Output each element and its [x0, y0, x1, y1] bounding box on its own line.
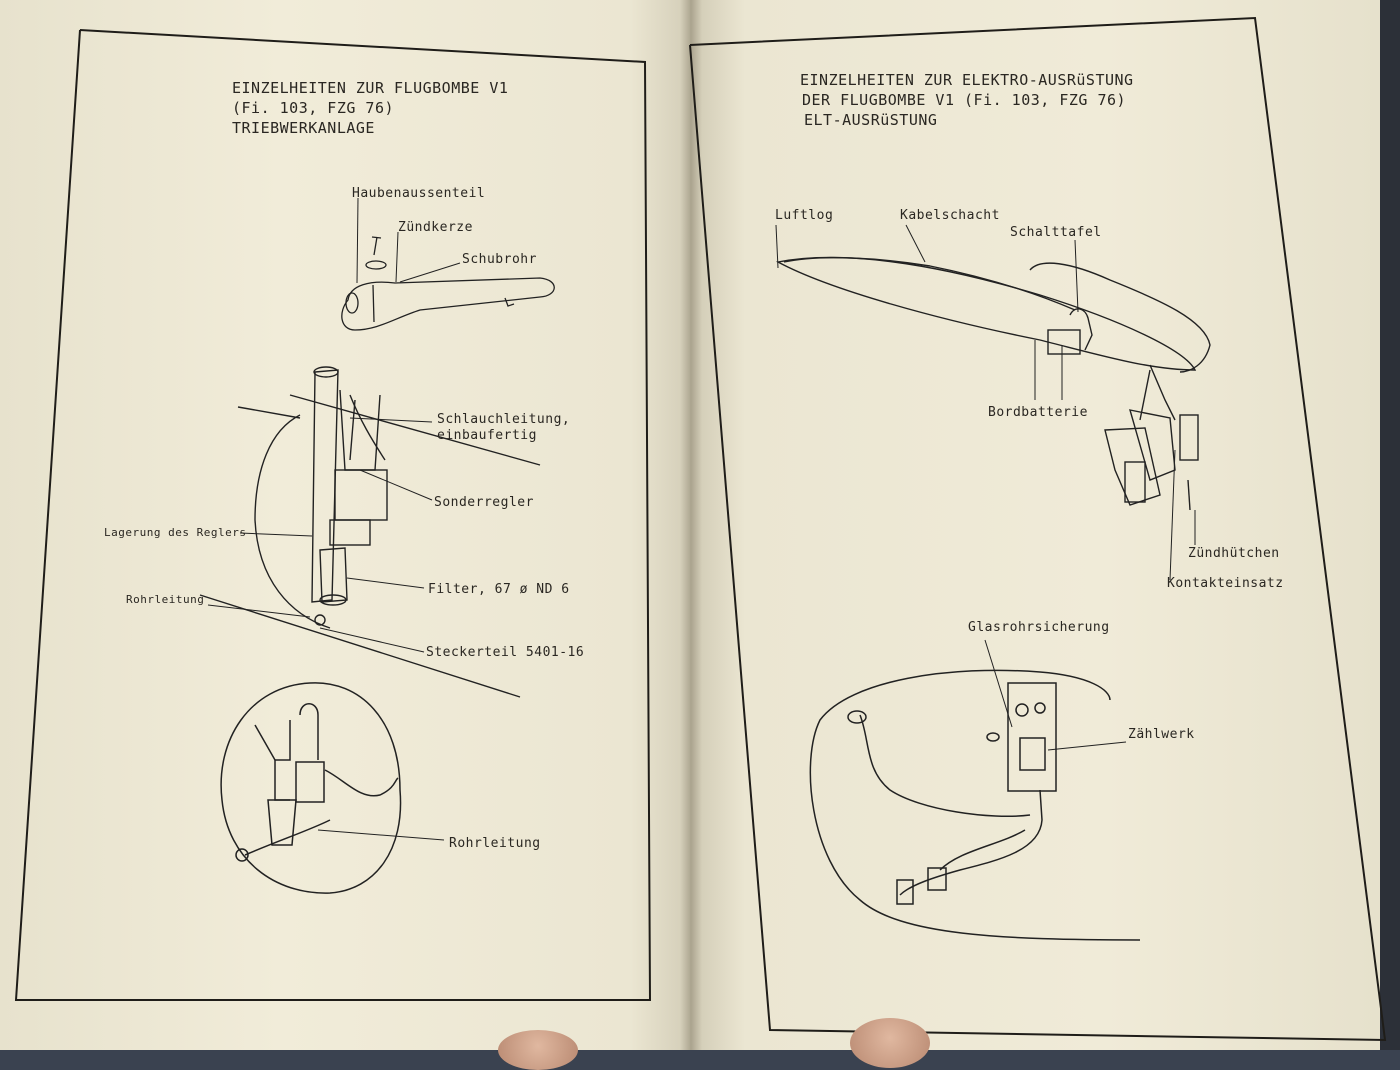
label-luftlog: Luftlog — [775, 208, 834, 223]
right-thumb — [850, 1018, 930, 1068]
label-steckerteil: Steckerteil 5401-16 — [426, 645, 585, 660]
detail-circle-right — [809, 669, 1141, 941]
label-rohrleitung-bottom: Rohrleitung — [449, 836, 541, 851]
leader-lines-right-top — [775, 224, 1196, 581]
left-title-line-3: TRIEBWERKANLAGE — [232, 119, 375, 137]
label-filter: Filter, 67 ø ND 6 — [428, 582, 570, 597]
label-haubenaussenteil: Haubenaussenteil — [352, 186, 486, 201]
label-schlauchleitung-2: einbaufertig — [437, 428, 537, 443]
leader-rohrleitung-bottom — [317, 829, 445, 841]
regler-assembly-drawing — [199, 366, 541, 698]
fuselage-drawing — [775, 256, 1211, 511]
left-title-line-2: (Fi. 103, FZG 76) — [232, 99, 395, 117]
label-schalttafel: Schalttafel — [1010, 225, 1102, 240]
label-schlauchleitung-1: Schlauchleitung, — [437, 412, 571, 427]
left-page — [0, 0, 700, 1050]
label-lagerung-des-reglers: Lagerung des Reglers — [104, 526, 247, 539]
schubrohr-drawing — [341, 236, 555, 331]
detail-circle-left — [220, 682, 402, 894]
label-zaehlwerk: Zählwerk — [1128, 727, 1195, 742]
right-title-line-1: EINZELHEITEN ZUR ELEKTRO-AUSRüSTUNG — [800, 71, 1134, 89]
label-schubrohr: Schubrohr — [462, 252, 537, 267]
label-kontakteinsatz: Kontakteinsatz — [1167, 576, 1284, 591]
right-page — [690, 0, 1380, 1050]
label-glasrohrsicherung: Glasrohrsicherung — [968, 620, 1110, 635]
label-kabelschacht: Kabelschacht — [900, 208, 1000, 223]
right-title-line-3: ELT-AUSRüSTUNG — [804, 111, 938, 129]
label-zuendhuetchen: Zündhütchen — [1188, 546, 1280, 561]
leader-lines-left-top — [356, 197, 461, 284]
left-page-frame — [14, 29, 652, 1001]
leader-lines-right-bottom — [984, 639, 1127, 751]
leader-lines-left-mid — [207, 417, 433, 653]
label-rohrleitung-top: Rohrleitung — [126, 593, 205, 606]
left-thumb — [498, 1030, 578, 1070]
label-sonderregler: Sonderregler — [434, 495, 534, 510]
right-title-line-2: DER FLUGBOMBE V1 (Fi. 103, FZG 76) — [802, 91, 1127, 109]
label-zuendkerze: Zündkerze — [398, 220, 473, 235]
right-page-frame — [689, 16, 1387, 1042]
book-gutter — [680, 0, 702, 1050]
label-bordbatterie: Bordbatterie — [988, 405, 1088, 420]
left-title-line-1: EINZELHEITEN ZUR FLUGBOMBE V1 — [232, 79, 509, 97]
